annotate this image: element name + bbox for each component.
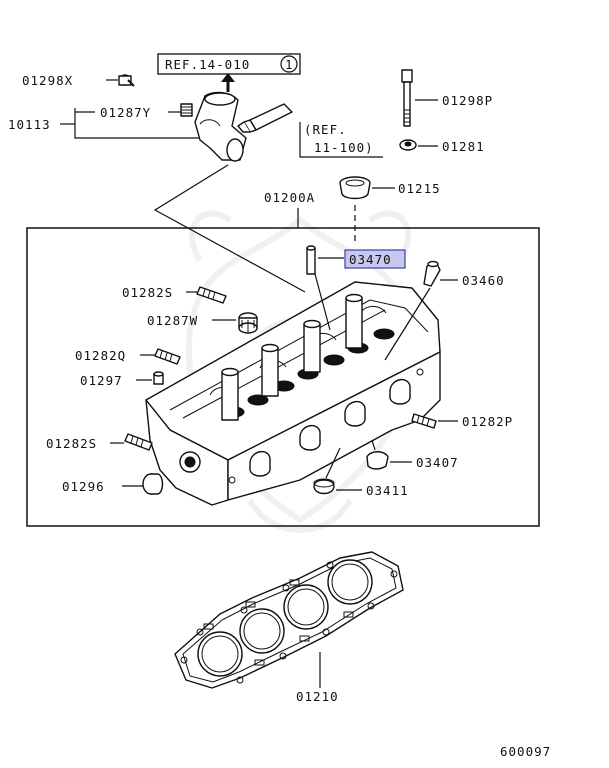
pin-03460-drawing (423, 260, 441, 287)
label-01296[interactable]: 01296 (62, 479, 105, 494)
thermostat-housing-drawing (194, 91, 247, 162)
head-gasket-drawing (174, 551, 404, 689)
label-01298x[interactable]: 01298X (22, 73, 73, 88)
ref-14-010-callout[interactable]: REF.14-010 1 (157, 53, 301, 75)
part-03407-drawing (366, 451, 389, 470)
cup-03411-drawing (313, 478, 335, 495)
cylinder-head-drawing (145, 281, 441, 506)
assembly-frame (26, 227, 540, 527)
ref-circle-number: 1 (285, 57, 294, 72)
highlight-03470[interactable]: 03470 (344, 249, 406, 269)
label-03470: 03470 (349, 252, 392, 267)
ref-14-010-label: REF.14-010 (165, 57, 250, 72)
bolt-01298p-drawing (401, 69, 413, 127)
diagram-id: 600097 (500, 744, 551, 759)
dowel-pin-03470-drawing (306, 245, 316, 275)
label-03407[interactable]: 03407 (416, 455, 459, 470)
sealant-tube-drawing (237, 103, 293, 133)
label-01282p[interactable]: 01282P (462, 414, 513, 429)
label-10113[interactable]: 10113 (8, 117, 51, 132)
plug-01296-drawing (142, 473, 164, 495)
stud-01282q-drawing (154, 348, 181, 365)
label-01287y[interactable]: 01287Y (100, 105, 151, 120)
label-01287w[interactable]: 01287W (147, 313, 198, 328)
label-01297[interactable]: 01297 (80, 373, 123, 388)
label-01215[interactable]: 01215 (398, 181, 441, 196)
washer-01281-drawing (399, 139, 417, 151)
arrow-up-icon (221, 73, 235, 92)
valve-guide-tubes-drawing (221, 293, 363, 421)
ref-circle-icon (280, 55, 298, 73)
stud-01282s-top-drawing (196, 286, 227, 304)
label-03460[interactable]: 03460 (462, 273, 505, 288)
label-01282q[interactable]: 01282Q (75, 348, 126, 363)
stud-01282s-bottom-drawing (124, 433, 153, 451)
label-01282s-top[interactable]: 01282S (122, 285, 173, 300)
ref-11-100-line2: 11-100) (314, 140, 374, 155)
pin-01297-drawing (153, 371, 164, 385)
label-01281[interactable]: 01281 (442, 139, 485, 154)
label-01282s-bottom[interactable]: 01282S (46, 436, 97, 451)
bolt-01298x-drawing (118, 74, 135, 87)
label-01210[interactable]: 01210 (296, 689, 339, 704)
stud-01282p-drawing (411, 413, 437, 429)
plug-01287w-drawing (238, 312, 258, 334)
label-01298p[interactable]: 01298P (442, 93, 493, 108)
label-01200a[interactable]: 01200A (264, 190, 315, 205)
label-03411[interactable]: 03411 (366, 483, 409, 498)
ref-11-100-line1: (REF. (304, 122, 347, 137)
ref-11-100-callout[interactable]: (REF. 11-100) (299, 122, 383, 158)
bolt-01287y-drawing (180, 103, 193, 117)
plug-01215-drawing (339, 176, 371, 200)
